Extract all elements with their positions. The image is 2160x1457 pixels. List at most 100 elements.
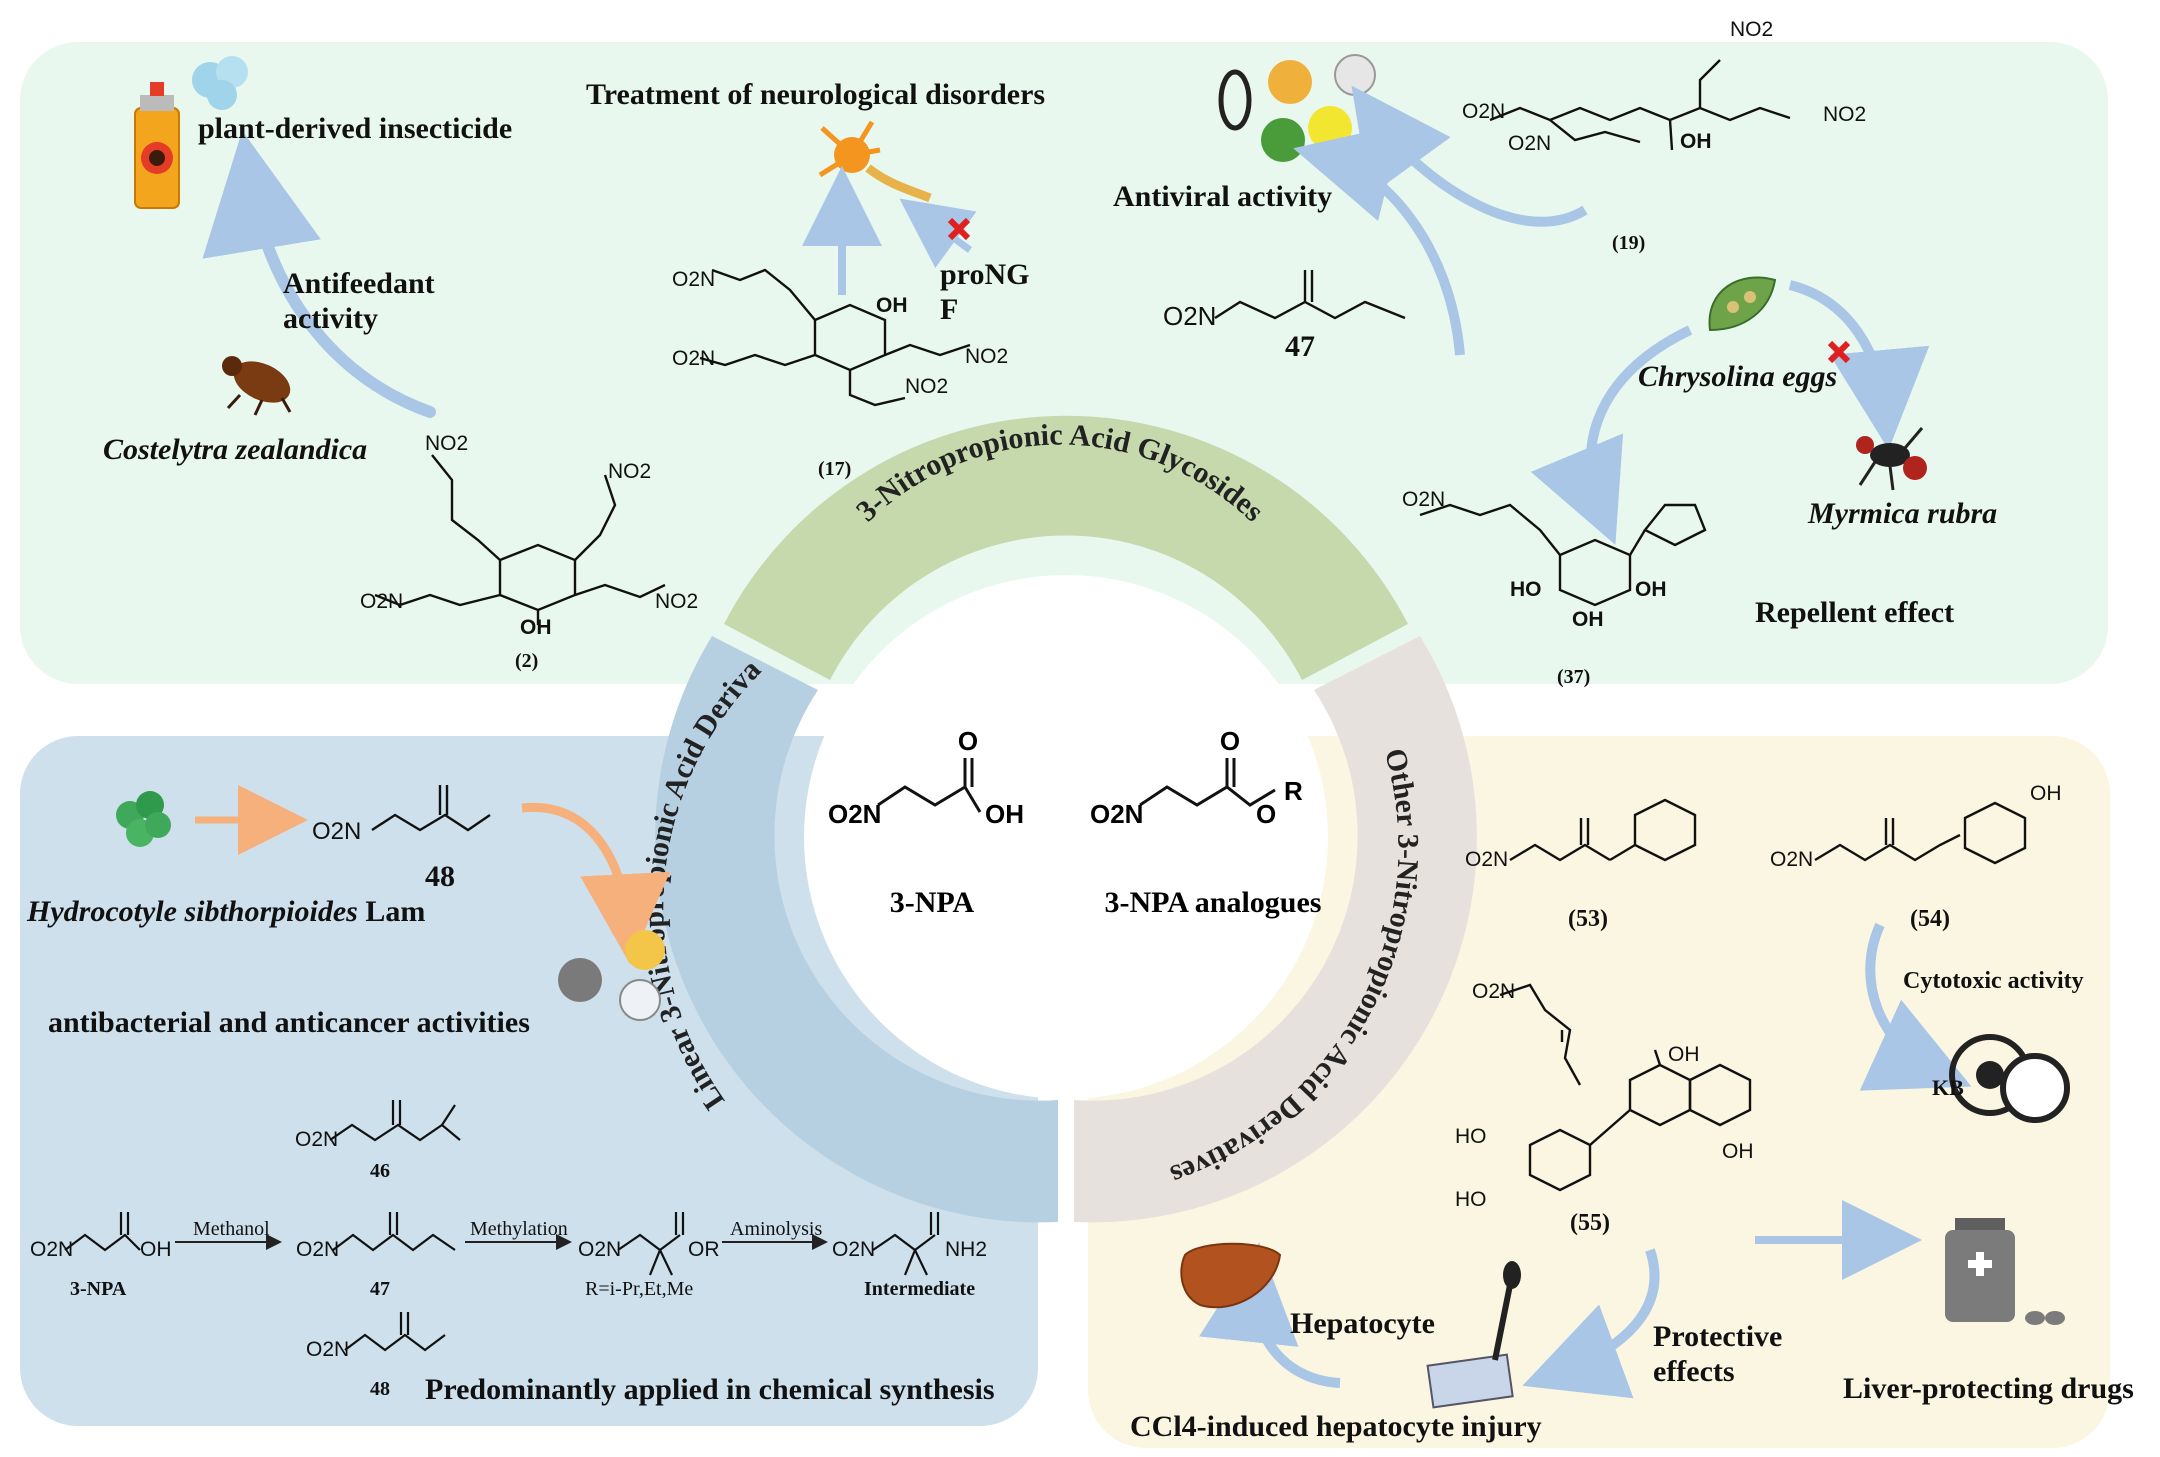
chem-17-oh: OH xyxy=(876,294,908,317)
arrow-54-kb xyxy=(1859,922,1972,1091)
ring-segment-glycosides xyxy=(724,415,1408,680)
chem-2-o2n: O2N xyxy=(360,590,404,613)
beetle-icon xyxy=(222,356,292,416)
label-insecticide: plant-derived insecticide xyxy=(198,112,513,145)
chem-int-nh2: NH2 xyxy=(945,1238,988,1261)
label-chrysolina: Chrysolina eggs xyxy=(1638,360,1838,393)
compound-label-48-top: 48 xyxy=(425,860,455,893)
label-prongf: proNG F xyxy=(940,258,1030,326)
analogue-o-ester: O xyxy=(1256,799,1276,829)
structure-17 xyxy=(699,268,971,407)
label-methylation: Methylation xyxy=(470,1218,568,1240)
analogue-o2n: O2N xyxy=(1090,799,1143,829)
compound-label-46: 46 xyxy=(370,1160,390,1182)
structure-47-small xyxy=(332,1212,456,1252)
arrow-37-eggs xyxy=(1530,325,1693,545)
arrow-55-protective xyxy=(1522,1248,1660,1399)
structure-46 xyxy=(329,1100,461,1142)
structure-55 xyxy=(1499,983,1752,1192)
chem-19-no2-a: NO2 xyxy=(1730,18,1774,41)
chem-48b-o2n: O2N xyxy=(306,1338,350,1361)
chem-55-oh-b: OH xyxy=(1722,1140,1754,1163)
chem-2-no2-c: NO2 xyxy=(655,590,699,613)
label-r-definition: R=i-Pr,Et,Me xyxy=(585,1278,694,1300)
npa-label: 3-NPA xyxy=(890,886,975,919)
ring-center xyxy=(804,575,1328,1099)
npa-analogue-structure xyxy=(1139,758,1276,807)
npa-structure xyxy=(877,758,982,813)
spray-can-icon xyxy=(134,82,180,209)
chem-ester-o2n: O2N xyxy=(578,1238,622,1261)
compound-label-47-small: 47 xyxy=(370,1278,390,1300)
npa-oh: OH xyxy=(985,799,1024,829)
kb-cell-icon xyxy=(1949,1034,2070,1123)
label-aminolysis: Aminolysis xyxy=(730,1218,823,1240)
chem-54-o2n: O2N xyxy=(1770,848,1814,871)
structure-r-ester xyxy=(617,1212,685,1276)
compound-label-19: (19) xyxy=(1612,232,1646,254)
label-neuro: Treatment of neurological disorders xyxy=(586,78,1046,111)
label-hepatocyte: Hepatocyte xyxy=(1290,1307,1435,1340)
structure-37 xyxy=(1419,503,1707,607)
seed-pod-icon xyxy=(1708,276,1777,332)
analogue-o-carbonyl: O xyxy=(1220,726,1240,756)
structure-19 xyxy=(1489,59,1791,151)
inhibition-x-icon-repellent xyxy=(1827,340,1851,364)
ring-segment-other xyxy=(1074,636,1477,1223)
compound-label-17: (17) xyxy=(818,458,852,480)
central-ring xyxy=(655,415,1477,1223)
label-ccl4: CCl4-induced hepatocyte injury xyxy=(1130,1410,1542,1443)
liver-icon xyxy=(1180,1242,1282,1309)
chem-37-oh-b: OH xyxy=(1572,608,1604,631)
chem-ester-or: OR xyxy=(688,1238,720,1261)
analogue-r: R xyxy=(1284,776,1303,806)
chem-46-o2n: O2N xyxy=(295,1128,339,1151)
arrow-eggs-ant xyxy=(1788,280,1930,450)
label-antibacterial: antibacterial and anticancer activities xyxy=(48,1006,530,1039)
chem-47-small-o2n: O2N xyxy=(296,1238,340,1261)
analogues-label: 3-NPA analogues xyxy=(1105,886,1322,919)
chem-47-o2n: O2N xyxy=(1163,301,1217,331)
structure-2 xyxy=(374,454,666,625)
label-synthesis: Predominantly applied in chemical synthe… xyxy=(425,1373,995,1406)
npa-o: O xyxy=(958,726,978,756)
chem-3npa-oh: OH xyxy=(140,1238,172,1261)
chem-55-ho-a: HO xyxy=(1455,1125,1487,1148)
microbe-icons xyxy=(558,930,665,1021)
chem-2-no2-b: NO2 xyxy=(608,460,652,483)
well-plate-icon xyxy=(1426,1261,1521,1409)
chem-55-oh-a: OH xyxy=(1668,1043,1700,1066)
chem-55-ho-b: HO xyxy=(1455,1188,1487,1211)
structure-53 xyxy=(1509,798,1697,862)
label-liver-drugs: Liver-protecting drugs xyxy=(1843,1372,2134,1405)
chem-2-no2-a: NO2 xyxy=(425,432,469,455)
chem-37-oh-a: OH xyxy=(1635,578,1667,601)
plant-clover-icon xyxy=(116,791,171,847)
label-kb: KB xyxy=(1932,1075,1964,1100)
inhibition-x-icon-neuro xyxy=(947,217,971,241)
label-hydrocotyle-lam: Lam xyxy=(365,895,426,928)
structure-intermediate xyxy=(872,1212,940,1276)
chem-17-o2n-b: O2N xyxy=(672,347,716,370)
chem-19-oh: OH xyxy=(1680,130,1712,153)
chem-55-o2n: O2N xyxy=(1472,980,1516,1003)
arrow-48-activities xyxy=(521,802,671,964)
label-hydrocotyle: Hydrocotyle sibthorpioides Lam xyxy=(27,895,425,930)
structure-3npa-small xyxy=(64,1212,141,1252)
chem-17-no2-a: NO2 xyxy=(965,345,1009,368)
neuron-icon xyxy=(818,120,932,203)
label-cytotoxic: Cytotoxic activity xyxy=(1903,968,2084,994)
arrow-antifeedant xyxy=(202,130,436,418)
chem-17-o2n-a: O2N xyxy=(672,268,716,291)
arrow-47-antiviral xyxy=(1293,124,1465,356)
compound-label-47: 47 xyxy=(1285,330,1315,363)
label-3npa-small: 3-NPA xyxy=(70,1278,127,1300)
chem-19-o2n-b: O2N xyxy=(1508,132,1552,155)
label-costelytra: Costelytra zealandica xyxy=(103,433,368,466)
chem-48-o2n: O2N xyxy=(312,818,362,845)
label-protective: Protective effects xyxy=(1653,1320,1783,1388)
virus-icons xyxy=(1218,54,1376,162)
chem-53-o2n: O2N xyxy=(1465,848,1509,871)
compound-label-48-bottom: 48 xyxy=(370,1378,390,1400)
